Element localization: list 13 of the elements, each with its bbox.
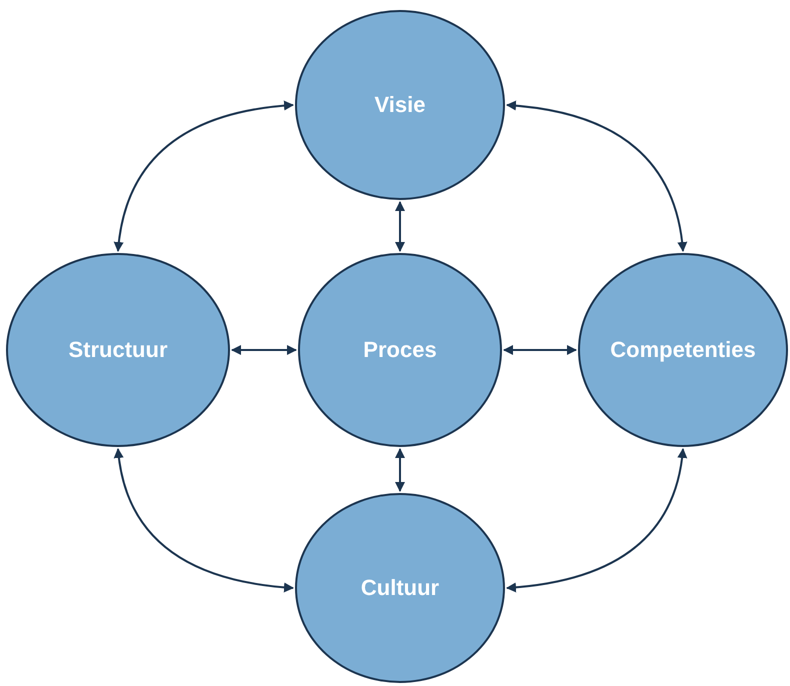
double-arrow (506, 448, 687, 592)
node-label: Competenties (610, 336, 756, 364)
double-arrow (395, 448, 405, 492)
double-arrow (114, 100, 294, 252)
double-arrow (231, 345, 297, 355)
node-label: Proces (363, 336, 437, 364)
node-label: Visie (374, 91, 426, 119)
double-arrow (114, 448, 294, 592)
double-arrow (503, 345, 577, 355)
double-arrow (395, 201, 405, 252)
node-label: Cultuur (360, 574, 440, 602)
double-arrow (506, 100, 687, 252)
node-label: Structuur (68, 336, 168, 364)
